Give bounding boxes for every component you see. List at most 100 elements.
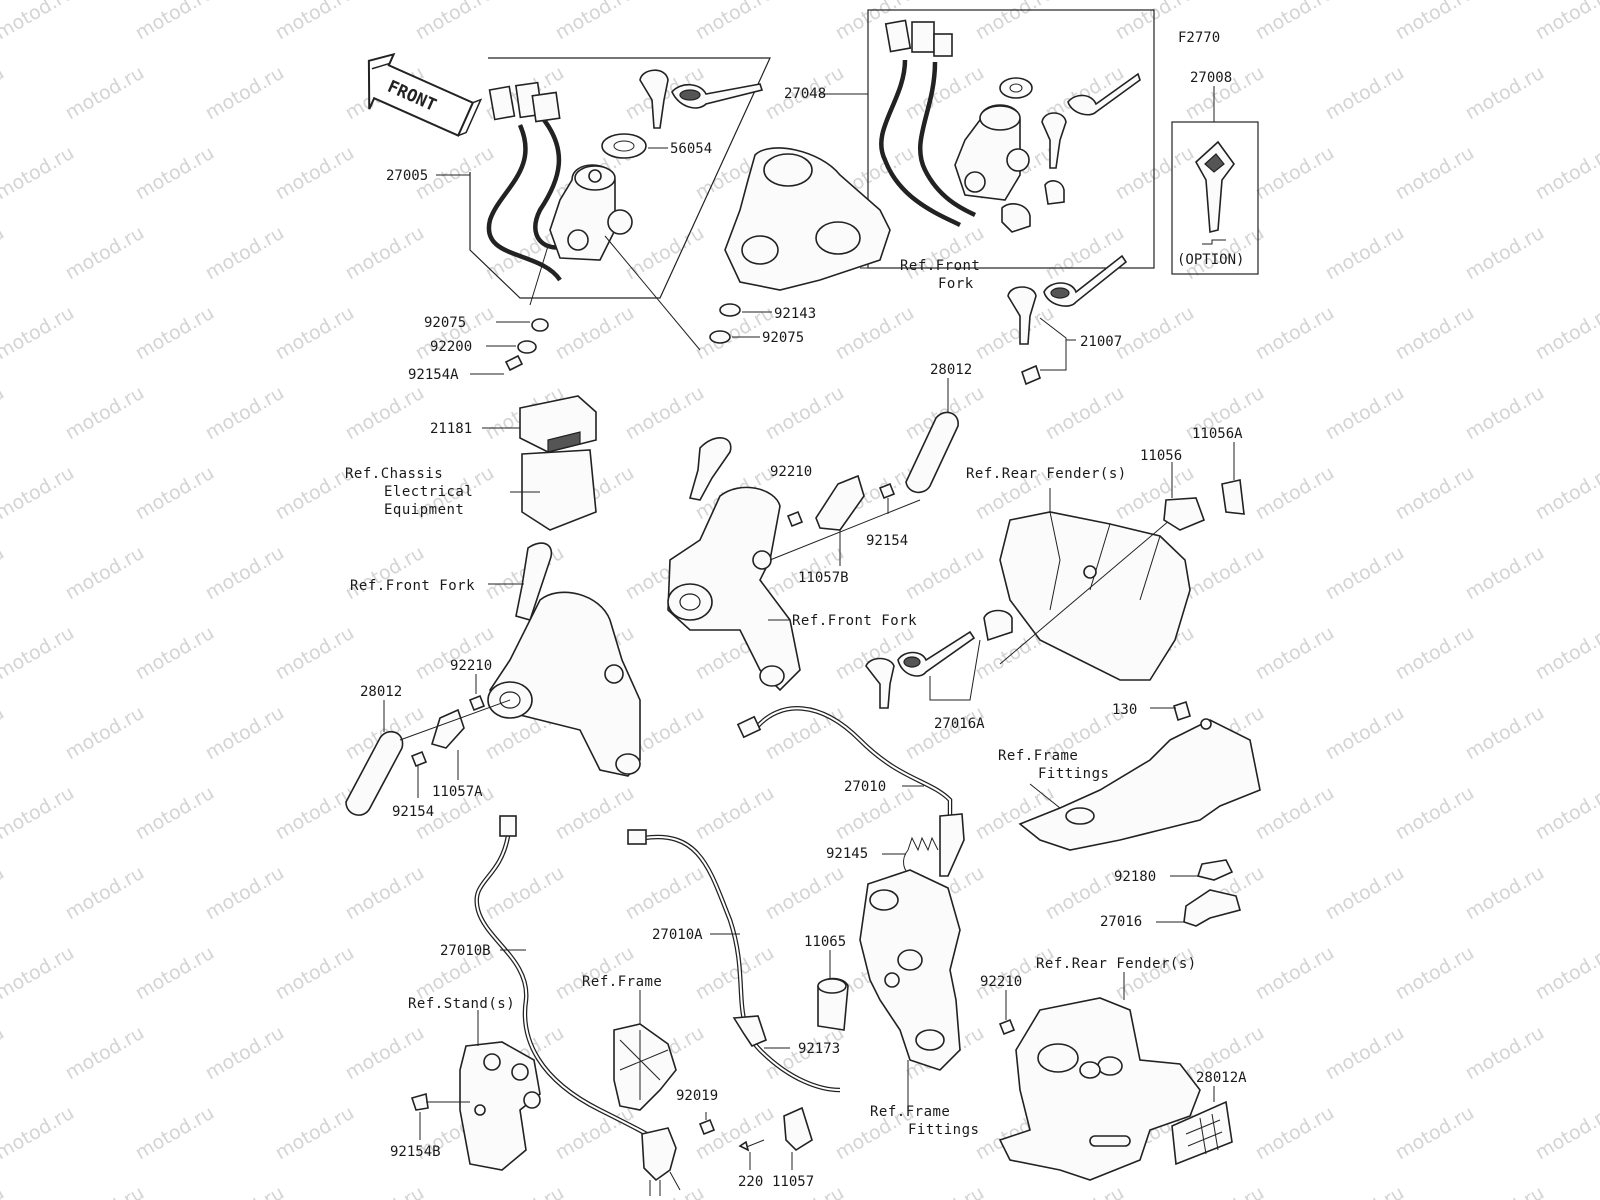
- ref-rear-fender-bottom: Ref.Rear Fender(s): [1036, 956, 1197, 972]
- part-27010B: 27010B: [440, 943, 491, 959]
- part-11056: 11056: [1140, 448, 1182, 464]
- watermark-text: motod.ru: [0, 462, 78, 525]
- watermark-text: motod.ru: [902, 222, 988, 285]
- ref-front-fork-top-2: Fork: [938, 276, 974, 292]
- ref-front-fork-mid: Ref.Front Fork: [792, 613, 917, 629]
- watermark-text: motod.ru: [272, 1102, 358, 1165]
- watermark-text: motod.ru: [1322, 1022, 1408, 1085]
- lower-triple-clamp-left: [487, 542, 641, 777]
- watermark-text: motod.ru: [1392, 142, 1478, 205]
- key-pair-icon: [639, 69, 764, 129]
- lock-set-assembly: [820, 19, 1141, 233]
- watermark-text: motod.ru: [1532, 782, 1600, 845]
- watermark-text: motod.ru: [272, 0, 358, 44]
- bracket-11056: [1163, 462, 1206, 531]
- rear-fender-bottom: [998, 972, 1201, 1181]
- watermark-text: motod.ru: [272, 622, 358, 685]
- part-28012A: 28012A: [1196, 1070, 1247, 1086]
- part-27016: 27016: [1100, 914, 1142, 930]
- part-92075-left: 92075: [424, 315, 466, 331]
- part-130: 130: [1112, 702, 1137, 718]
- watermark-text: motod.ru: [202, 862, 288, 925]
- watermark-text: motod.ru: [1322, 702, 1408, 765]
- part-27005: 27005: [386, 168, 428, 184]
- lower-triple-clamp-right: [667, 437, 801, 692]
- watermark-text: motod.ru: [1322, 222, 1408, 285]
- part-92154-top: 92154: [866, 533, 908, 549]
- ref-chassis-2: Electrical: [384, 484, 473, 500]
- watermark-text: motod.ru: [1042, 382, 1128, 445]
- washer-92200: [486, 340, 537, 354]
- watermark-text: motod.ru: [62, 222, 148, 285]
- side-stand-switch: [641, 1112, 716, 1196]
- watermark-text: motod.ru: [202, 382, 288, 445]
- part-56054: 56054: [670, 141, 712, 157]
- clip-11057: [783, 1106, 813, 1170]
- watermark-text: motod.ru: [202, 1182, 288, 1200]
- watermark-text: motod.ru: [832, 302, 918, 365]
- watermark-text: motod.ru: [622, 222, 708, 285]
- watermark-text: motod.ru: [0, 542, 8, 605]
- rear-fender-lock-panel: [999, 488, 1191, 681]
- part-28012-top: 28012: [930, 362, 972, 378]
- watermark-text: motod.ru: [272, 302, 358, 365]
- watermark-text: motod.ru: [1462, 62, 1548, 125]
- watermark-text: motod.ru: [902, 1182, 988, 1200]
- watermark-text: motod.ru: [272, 782, 358, 845]
- watermark-text: motod.ru: [132, 0, 218, 44]
- frame-bracket-bottom: [613, 990, 677, 1111]
- watermark-text: motod.ru: [202, 542, 288, 605]
- watermark-text: motod.ru: [1322, 62, 1408, 125]
- watermark-text: motod.ru: [342, 542, 428, 605]
- nut-92210-left: [468, 674, 486, 712]
- ref-frame-fittings-right-1: Ref.Frame: [998, 748, 1078, 764]
- watermark-text: motod.ru: [1392, 942, 1478, 1005]
- watermark-text: motod.ru: [62, 62, 148, 125]
- watermark-text: motod.ru: [132, 622, 218, 685]
- part-92145: 92145: [826, 846, 868, 862]
- part-27010: 27010: [844, 779, 886, 795]
- ref-frame-fittings-bottom-2: Fittings: [908, 1122, 979, 1138]
- watermark-text: motod.ru: [132, 1102, 218, 1165]
- watermark-text: motod.ru: [552, 302, 638, 365]
- watermark-text: motod.ru: [1252, 942, 1338, 1005]
- part-27010A: 27010A: [652, 927, 703, 943]
- watermark-text: motod.ru: [762, 862, 848, 925]
- watermark-text: motod.ru: [1252, 0, 1338, 44]
- part-27016A: 27016A: [934, 716, 985, 732]
- watermark-text: motod.ru: [1532, 1102, 1600, 1165]
- watermark-text: motod.ru: [622, 1182, 708, 1200]
- watermark-text: motod.ru: [0, 1102, 78, 1165]
- reflector-bracket-11057B: [769, 474, 921, 566]
- watermark-text: motod.ru: [1322, 542, 1408, 605]
- ref-chassis-1: Ref.Chassis: [345, 466, 443, 482]
- watermark-text: motod.ru: [132, 142, 218, 205]
- watermark-text: motod.ru: [0, 942, 78, 1005]
- watermark-text: motod.ru: [132, 302, 218, 365]
- watermark-text: motod.ru: [1462, 542, 1548, 605]
- bracket-11057A: [399, 699, 511, 780]
- watermark-text: motod.ru: [762, 382, 848, 445]
- watermark-text: motod.ru: [1112, 142, 1198, 205]
- stand-bracket: [459, 1010, 541, 1171]
- electronic-module-21181: [482, 395, 597, 531]
- bracket-11056A: [1221, 442, 1245, 515]
- watermark-text: motod.ru: [202, 62, 288, 125]
- watermark-text: motod.ru: [622, 382, 708, 445]
- reflector-28012-top: [905, 378, 959, 494]
- watermark-text: motod.ru: [132, 942, 218, 1005]
- plate-92180: [1170, 859, 1234, 881]
- ref-rear-fender-top: Ref.Rear Fender(s): [966, 466, 1127, 482]
- watermark-text: motod.ru: [482, 1182, 568, 1200]
- wire-27010: [736, 706, 965, 877]
- watermark-text: motod.ru: [622, 862, 708, 925]
- watermark-text: motod.ru: [902, 702, 988, 765]
- watermark-text: motod.ru: [692, 0, 778, 44]
- watermark-text: motod.ru: [1252, 462, 1338, 525]
- watermark-text: motod.ru: [62, 542, 148, 605]
- watermark-text: motod.ru: [342, 382, 428, 445]
- part-11056A: 11056A: [1192, 426, 1243, 442]
- part-11057A: 11057A: [432, 784, 483, 800]
- watermark-text: motod.ru: [902, 62, 988, 125]
- watermark-text: motod.ru: [132, 782, 218, 845]
